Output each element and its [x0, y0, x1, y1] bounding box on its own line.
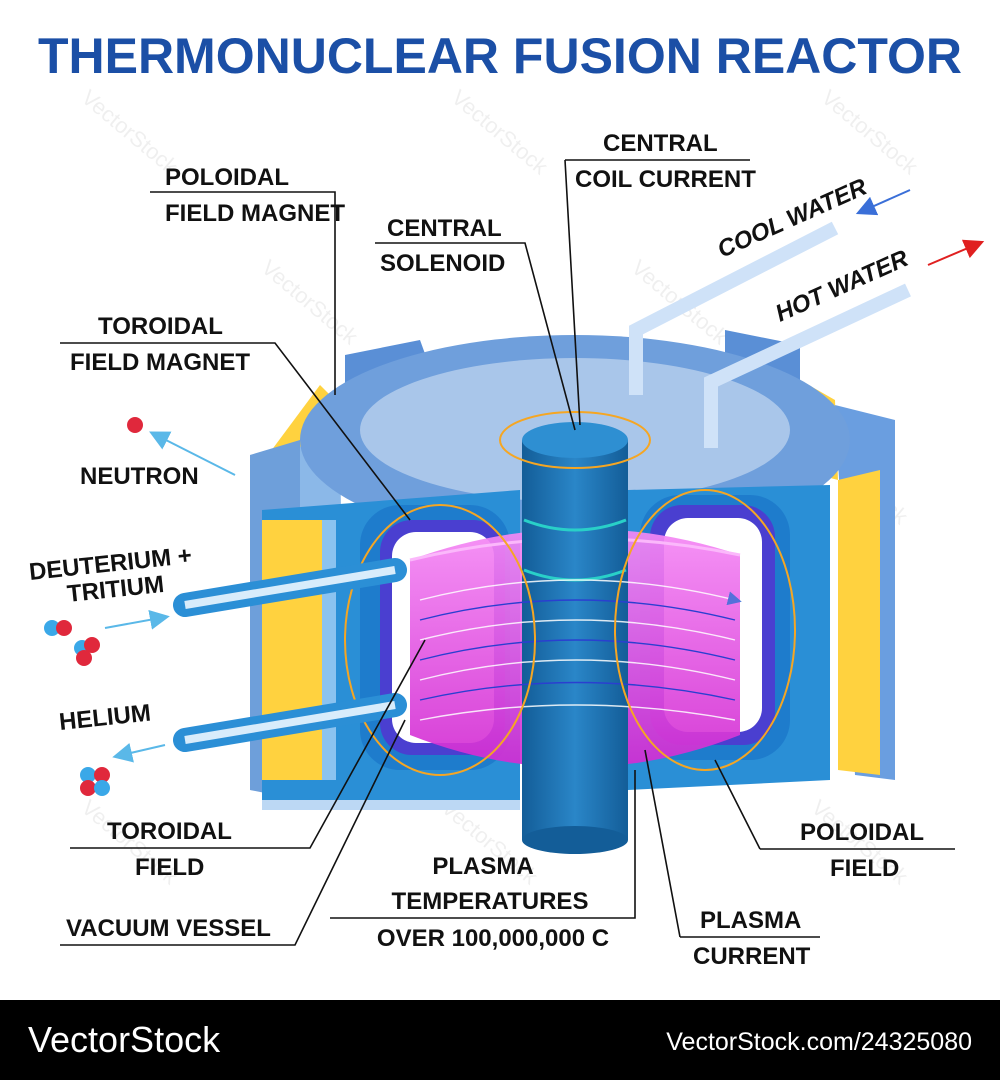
cool-water-arrow — [855, 189, 911, 216]
watermark: VectorStock — [817, 85, 924, 180]
hot-water-arrow — [927, 239, 985, 266]
cool-water-pipe — [629, 221, 839, 395]
label-central-coil-current-2: COIL CURRENT — [575, 166, 756, 193]
label-poloidal-field-magnet-1: POLOIDAL — [165, 164, 289, 191]
footer-bar: VectorStock VectorStock.com/24325080 — [0, 1000, 1000, 1080]
reactor-body — [173, 189, 985, 854]
neutron-particle — [127, 417, 143, 433]
poloidal-magnet-right — [838, 470, 880, 775]
footer-brand: VectorStock — [28, 1019, 221, 1060]
label-central-solenoid-2: SOLENOID — [380, 250, 505, 277]
label-neutron: NEUTRON — [80, 463, 199, 490]
label-toroidal-field-magnet-1: TOROIDAL — [98, 313, 223, 340]
watermark: VectorStock — [257, 255, 364, 350]
label-poloidal-field-magnet-2: FIELD MAGNET — [165, 200, 345, 227]
label-plasma-temp-1: PLASMA — [432, 853, 533, 880]
label-plasma-current-2: CURRENT — [693, 943, 811, 970]
label-plasma-current-1: PLASMA — [700, 907, 801, 934]
diagram-title: THERMONUCLEAR FUSION REACTOR — [38, 28, 962, 84]
watermark: VectorStock — [447, 85, 554, 180]
label-plasma-temp-2: TEMPERATURES — [392, 888, 589, 915]
footer-image-id: VectorStock.com/24325080 — [666, 1028, 972, 1056]
particles — [44, 417, 236, 796]
label-toroidal-field-1: TOROIDAL — [107, 818, 232, 845]
label-central-solenoid-1: CENTRAL — [387, 215, 502, 242]
label-toroidal-field-2: FIELD — [135, 854, 204, 881]
poloidal-magnet-left — [262, 520, 322, 780]
leader-lines — [60, 159, 955, 946]
label-central-coil-current-1: CENTRAL — [603, 130, 718, 157]
label-helium: HELIUM — [58, 699, 152, 735]
label-plasma-temp-3: OVER 100,000,000 C — [377, 925, 609, 952]
labels: POLOIDAL FIELD MAGNET CENTRAL COIL CURRE… — [28, 130, 924, 970]
label-poloidal-field-2: FIELD — [830, 855, 899, 882]
label-poloidal-field-1: POLOIDAL — [800, 819, 924, 846]
label-toroidal-field-magnet-2: FIELD MAGNET — [70, 349, 250, 376]
hot-water-pipe — [704, 283, 911, 448]
label-vacuum-vessel: VACUUM VESSEL — [66, 915, 271, 942]
